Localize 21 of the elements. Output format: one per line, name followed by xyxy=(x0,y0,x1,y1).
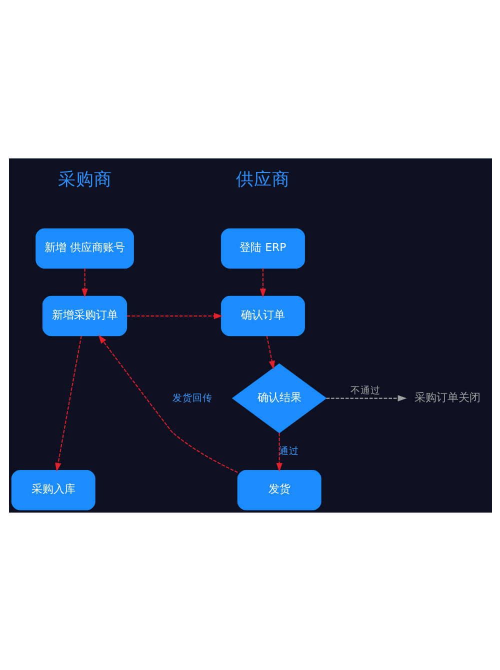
node-diamond: 确认结果 xyxy=(231,362,326,433)
arrow xyxy=(126,312,222,319)
arrow xyxy=(54,335,82,472)
arrow xyxy=(266,335,274,370)
node-box: 采购入库 xyxy=(10,469,95,510)
arrow xyxy=(276,432,282,472)
node-box: 登陆 ERP xyxy=(220,228,304,268)
edge-label: 不通过 xyxy=(350,385,380,396)
arrow xyxy=(326,394,406,401)
arrow xyxy=(81,268,88,298)
edge-label: 发货回传 xyxy=(172,392,212,404)
node-text: 采购订单关闭 xyxy=(414,390,480,404)
edge-label: 通过 xyxy=(278,446,299,457)
label: 采购商 xyxy=(57,170,112,190)
arrow xyxy=(98,334,238,472)
node-box: 新增 供应商账号 xyxy=(35,228,134,268)
arrow xyxy=(259,268,266,298)
node-box: 新增采购订单 xyxy=(42,295,127,336)
node-box: 发货 xyxy=(236,469,321,510)
node-box: 确认订单 xyxy=(220,295,304,336)
label: 供应商 xyxy=(235,170,290,190)
